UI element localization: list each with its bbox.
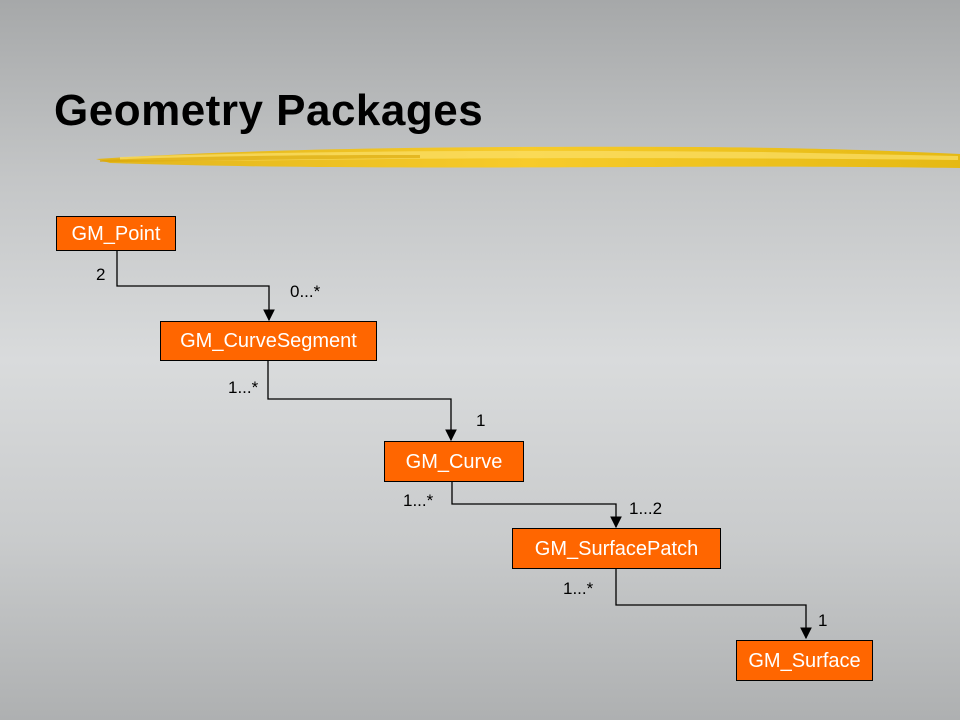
title-underline-stroke	[96, 146, 960, 168]
multiplicity-label: 1...*	[403, 491, 434, 510]
slide-title: Geometry Packages	[54, 86, 484, 135]
multiplicity-label: 1...*	[563, 579, 594, 598]
multiplicity-label: 1...*	[228, 378, 259, 397]
association-line-surfacepatch-surface	[615, 569, 812, 640]
multiplicity-label: 0...*	[290, 282, 321, 301]
multiplicity-label: 1...2	[629, 499, 663, 518]
multiplicity-label: 2	[96, 265, 106, 284]
association-line-point-curvesegment	[116, 250, 275, 322]
multiplicity-label: 1	[818, 611, 828, 630]
class-box-gm-surfacepatch: GM_SurfacePatch	[512, 528, 721, 569]
class-box-gm-surface: GM_Surface	[736, 640, 873, 681]
multiplicity-label: 1	[476, 411, 486, 430]
class-box-gm-curve: GM_Curve	[384, 441, 524, 482]
association-line-curve-surfacepatch	[451, 482, 622, 529]
class-box-gm-point: GM_Point	[56, 216, 176, 251]
class-box-gm-curvesegment: GM_CurveSegment	[160, 321, 377, 361]
association-line-curvesegment-curve	[267, 361, 457, 442]
